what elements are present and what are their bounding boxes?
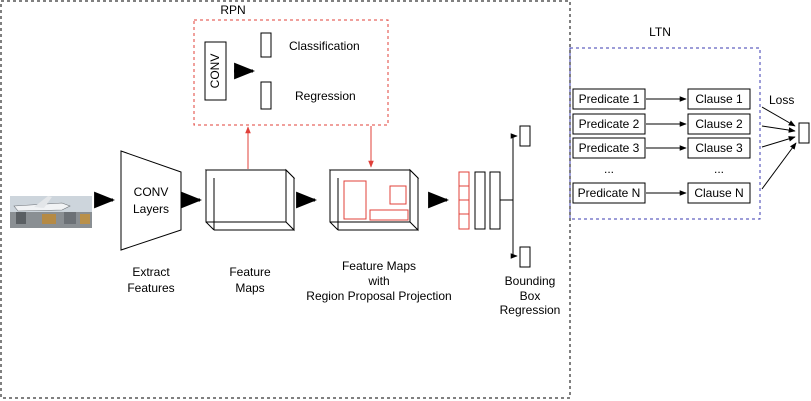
clause-3-box: [687, 137, 751, 159]
caption-proj-3: Region Proposal Projection: [306, 289, 451, 303]
clause-2-label: Clause 2: [695, 117, 743, 131]
fc-layer-2: [489, 171, 501, 230]
clause-3-label: Clause 3: [695, 141, 743, 155]
clause-n-label: Clause N: [694, 186, 743, 200]
region-proposal-2: [389, 185, 407, 205]
predicate-2-label: Predicate 2: [579, 117, 640, 131]
cls-output-box: [519, 125, 531, 147]
rpn-conv-box: [204, 41, 227, 101]
predicate-1-label: Predicate 1: [579, 92, 640, 106]
caption-proj-2: with: [367, 274, 389, 288]
region-proposal-1: [343, 180, 367, 220]
caption-extract-2: Features: [127, 281, 174, 295]
ltn-box: [569, 47, 761, 220]
predicate-3-box: [572, 137, 646, 159]
predicate-n-label: Predicate N: [578, 186, 641, 200]
clause-1-box: [687, 88, 751, 110]
caption-feature-2: Maps: [235, 281, 264, 295]
caption-feature-1: Feature: [229, 265, 271, 279]
ltn-title: LTN: [649, 25, 671, 39]
predicate-n-box: [572, 182, 646, 204]
clause-1-label: Clause 1: [695, 92, 743, 106]
rpn-conv-label: CONV: [208, 54, 222, 89]
arrow-clause-1-to-loss: [761, 106, 796, 127]
clause-n-box: [687, 182, 751, 204]
caption-extract-1: Extract: [132, 265, 170, 279]
predicate-ellipsis: ...: [604, 162, 614, 176]
loss-box: [798, 122, 810, 144]
fc-red-column: [458, 171, 470, 230]
faster-rcnn-frame: [0, 0, 571, 399]
caption-bbox-2: Box: [520, 289, 541, 303]
predicate-2-box: [572, 113, 646, 135]
rpn-regression-box: [260, 81, 272, 110]
rpn-classification-box: [260, 32, 272, 58]
caption-bbox-1: Bounding: [505, 274, 556, 288]
conv-layers-label-1: CONV: [134, 185, 169, 199]
conv-layers-shape: [120, 150, 182, 251]
feature-maps-cube: [204, 168, 296, 232]
arrow-clause-2-to-loss: [761, 125, 796, 133]
arrow-clause-3-to-loss: [761, 136, 796, 148]
rpn-regression-label: Regression: [295, 89, 356, 103]
projection-cube: [328, 168, 420, 232]
region-proposal-3: [369, 209, 409, 221]
predicate-3-label: Predicate 3: [579, 141, 640, 155]
clause-2-box: [687, 113, 751, 135]
rpn-classification-label: Classification: [289, 39, 360, 53]
predicate-1-box: [572, 88, 646, 110]
caption-proj-1: Feature Maps: [342, 259, 416, 273]
rpn-box: [193, 19, 389, 126]
fc-layer-1: [474, 171, 486, 230]
input-image: [10, 196, 92, 228]
caption-bbox-3: Regression: [500, 303, 561, 317]
rpn-title: RPN: [220, 3, 245, 17]
bbox-output-box: [519, 246, 531, 268]
arrow-clause-n-to-loss: [761, 142, 797, 190]
conv-layers-label-2: Layers: [133, 202, 169, 216]
loss-label: Loss: [769, 93, 794, 107]
clause-ellipsis: ...: [714, 162, 724, 176]
